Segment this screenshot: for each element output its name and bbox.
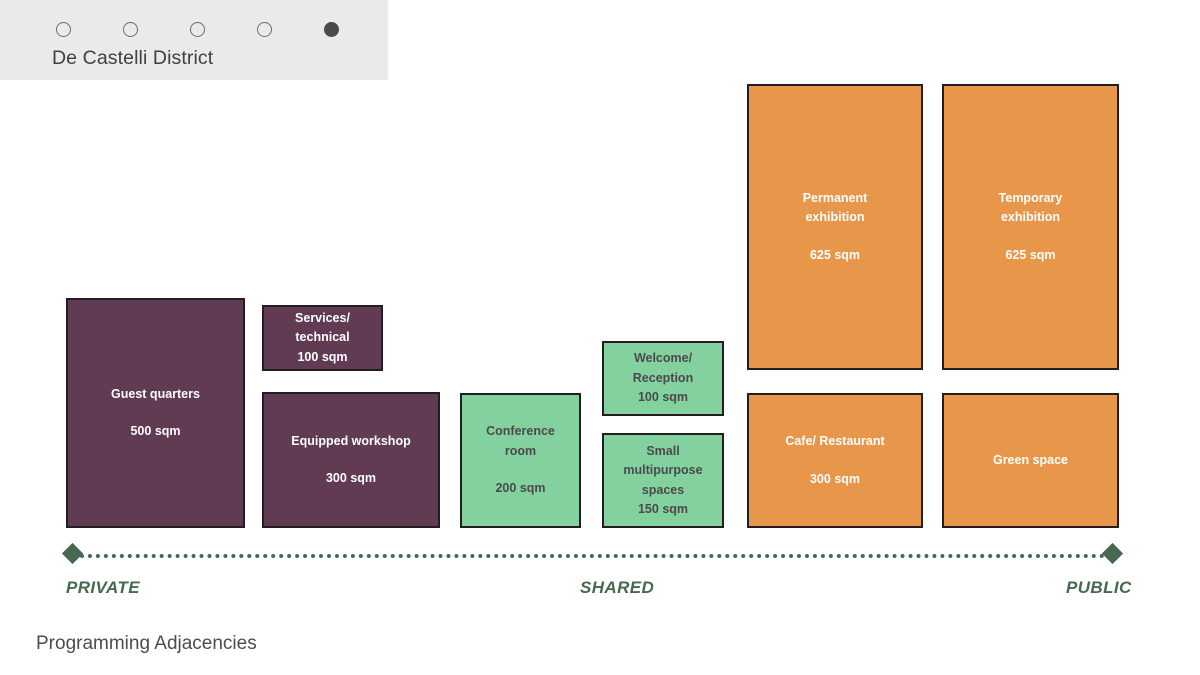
- block-welcome-reception[interactable]: Welcome/ Reception 100 sqm: [602, 341, 724, 416]
- axis-dotted-line: [80, 554, 1105, 558]
- block-area: 100 sqm: [637, 390, 689, 405]
- block-area: 150 sqm: [637, 501, 689, 516]
- slide-dot-5[interactable]: [324, 22, 339, 37]
- block-area: 300 sqm: [809, 471, 861, 486]
- block-label: Equipped workshop: [291, 433, 411, 448]
- block-conference-room[interactable]: Conference room 200 sqm: [460, 393, 581, 528]
- slide-dot-4[interactable]: [257, 22, 272, 37]
- block-green-space[interactable]: Green space: [942, 393, 1119, 528]
- block-label: Conference room: [486, 424, 555, 458]
- slide-dot-1[interactable]: [56, 22, 71, 37]
- slide-dot-2[interactable]: [123, 22, 138, 37]
- block-equipped-workshop[interactable]: Equipped workshop 300 sqm: [262, 392, 440, 528]
- axis-label-shared: SHARED: [580, 578, 655, 597]
- slide-caption: Programming Adjacencies: [36, 633, 257, 654]
- block-label: Guest quarters: [111, 386, 200, 401]
- block-label: Cafe/ Restaurant: [785, 434, 885, 449]
- block-area: 625 sqm: [809, 247, 861, 262]
- block-area: 200 sqm: [495, 481, 546, 496]
- slide-dot-3[interactable]: [190, 22, 205, 37]
- block-guest-quarters[interactable]: Guest quarters 500 sqm: [66, 298, 245, 528]
- diamond-marker-private-icon: [61, 542, 84, 565]
- block-label: Services/ technical: [295, 310, 350, 345]
- page-title: De Castelli District: [52, 47, 214, 69]
- block-label: Welcome/ Reception: [632, 351, 694, 385]
- block-area: 500 sqm: [130, 424, 181, 438]
- slide-header-panel: De Castelli District: [0, 0, 388, 80]
- block-label: Temporary exhibition: [998, 190, 1063, 225]
- slide-progress-dots: [56, 22, 356, 40]
- block-services-technical[interactable]: Services/ technical 100 sqm: [262, 305, 383, 371]
- axis-label-private: PRIVATE: [66, 578, 140, 597]
- diamond-marker-public-icon: [1101, 542, 1124, 565]
- block-cafe-restaurant[interactable]: Cafe/ Restaurant 300 sqm: [747, 393, 923, 528]
- privacy-spectrum-axis: [61, 542, 1124, 565]
- block-area: 100 sqm: [297, 349, 348, 364]
- block-area: 300 sqm: [325, 471, 377, 485]
- block-area: 625 sqm: [1005, 247, 1056, 262]
- block-temporary-exhibition[interactable]: Temporary exhibition 625 sqm: [942, 84, 1119, 370]
- block-label: Permanent exhibition: [802, 190, 868, 225]
- block-small-multipurpose-spaces[interactable]: Small multipurpose spaces 150 sqm: [602, 433, 724, 528]
- block-label: Green space: [992, 452, 1069, 467]
- block-permanent-exhibition[interactable]: Permanent exhibition 625 sqm: [747, 84, 923, 370]
- axis-label-public: PUBLIC: [1066, 578, 1132, 597]
- block-label: Small multipurpose spaces: [623, 443, 703, 497]
